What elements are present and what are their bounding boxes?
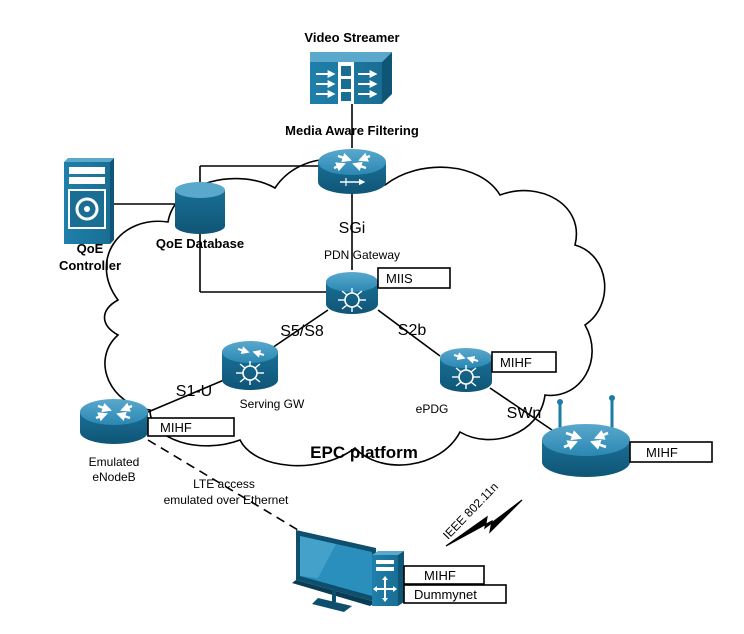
link-pdn-epdg-s2b bbox=[377, 309, 441, 357]
wifi-lightning bbox=[445, 499, 523, 547]
enodeb-label-line1: Emulated bbox=[89, 455, 140, 469]
pdn-gateway-switch-icon bbox=[326, 272, 378, 314]
epdg-mihf-tag bbox=[491, 351, 557, 373]
interface-s5s8-label: S5/S8 bbox=[280, 323, 324, 340]
wifi-ap-router-icon bbox=[542, 395, 630, 477]
epdg-mihf-text: MIHF bbox=[500, 355, 532, 370]
link-epdg-ap-swn bbox=[489, 387, 553, 431]
epc-platform-label: EPC platform bbox=[310, 443, 418, 462]
interface-swn-label: SWn bbox=[507, 405, 542, 422]
pdn-gateway-miis-text: MIIS bbox=[386, 271, 413, 286]
pc-tower-icon bbox=[372, 551, 404, 606]
client-dummynet-tag bbox=[403, 584, 507, 604]
qoe-database-label: QoE Database bbox=[156, 236, 244, 251]
wifi-ap-mihf-tag bbox=[629, 441, 713, 463]
lte-access-label-line2: emulated over Ethernet bbox=[164, 493, 289, 507]
serving-gw-switch-icon bbox=[222, 341, 278, 390]
serving-gw-label: Serving GW bbox=[240, 397, 305, 411]
enodeb-mihf-text: MIHF bbox=[160, 420, 192, 435]
qoe-controller-label-line2: Controller bbox=[59, 258, 121, 273]
wifi-ap-mihf-text: MIHF bbox=[646, 445, 678, 460]
enodeb-label-line2: eNodeB bbox=[92, 470, 135, 484]
epdg-label: ePDG bbox=[416, 402, 449, 416]
tv-client-icon bbox=[292, 530, 376, 612]
link-pdn-sgw-s5s8 bbox=[265, 309, 329, 353]
video-streamer-icon bbox=[310, 52, 392, 104]
media-filter-label: Media Aware Filtering bbox=[285, 123, 419, 138]
enodeb-mihf-tag bbox=[147, 417, 235, 437]
video-streamer-label: Video Streamer bbox=[304, 30, 399, 45]
qoe-controller-server-icon bbox=[64, 158, 114, 244]
interface-s2b-label: S2b bbox=[398, 322, 427, 339]
lte-access-label-line1: LTE access bbox=[193, 477, 255, 491]
interface-sgi-label: SGi bbox=[339, 220, 366, 237]
client-mihf-text: MIHF bbox=[424, 568, 456, 583]
client-dummynet-text: Dummynet bbox=[414, 587, 477, 602]
qoe-controller-label-line1: QoE bbox=[77, 241, 104, 256]
link-sgw-enodeb-s1u bbox=[147, 379, 225, 413]
media-filter-router-icon bbox=[318, 149, 386, 194]
client-mihf-tag bbox=[403, 565, 485, 585]
interface-s1u-label: S1-U bbox=[176, 383, 212, 400]
pdn-gateway-miis-tag bbox=[377, 267, 451, 289]
epdg-switch-icon bbox=[440, 348, 492, 392]
qoe-database-icon bbox=[175, 182, 225, 234]
pdn-gateway-label: PDN Gateway bbox=[324, 248, 400, 262]
enodeb-router-icon bbox=[80, 399, 148, 444]
